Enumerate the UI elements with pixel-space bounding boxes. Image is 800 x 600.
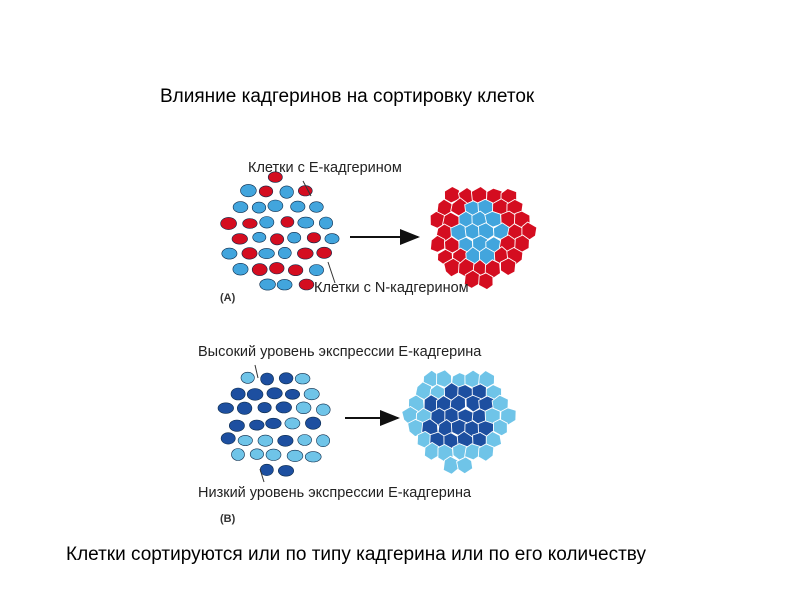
low-expression-cell: [464, 443, 481, 461]
high-expression-cell: [220, 432, 236, 445]
high-expression-cell: [265, 417, 282, 429]
e-cadherin-cell: [324, 233, 340, 245]
n-cadherin-cell: [269, 262, 285, 275]
high-expression-cell: [228, 419, 245, 432]
e-cadherin-cell: [309, 264, 324, 276]
low-expression-cell: [286, 449, 304, 462]
panel-a-sorted-aggregate: [429, 185, 538, 291]
high-expression-cell: [275, 401, 292, 414]
slide-caption: Клетки сортируются или по типу кадгерина…: [66, 544, 646, 565]
e-cadherin-cell: [251, 201, 267, 214]
high-expression-cell: [230, 387, 246, 401]
panel-a-n-pointer: [327, 261, 336, 284]
e-cadherin-cell: [259, 278, 276, 291]
n-cadherin-cell: [306, 232, 321, 244]
n-cadherin-cell: [280, 216, 295, 228]
low-expression-cell: [456, 456, 474, 475]
low-expression-cell: [316, 403, 331, 416]
low-expression-cell: [316, 434, 330, 448]
e-cadherin-cell: [221, 247, 238, 260]
high-expression-cell: [278, 372, 294, 385]
n-cadherin-cell: [267, 171, 283, 183]
high-expression-cell: [305, 416, 322, 430]
panel-b-tag: (B): [220, 513, 236, 525]
n-cadherin-cell: [241, 247, 258, 260]
low-expression-cell: [295, 401, 312, 414]
e-cadherin-cell: [318, 216, 333, 230]
e-cadherin-cell: [277, 247, 292, 260]
panel-a-e-cadherin-label: Клетки с Е-кадгерином: [248, 160, 402, 176]
panel-b-sorted-aggregate: [401, 369, 517, 475]
n-cadherin-cell: [484, 259, 501, 279]
low-expression-cell: [492, 418, 508, 437]
high-expression-cell: [277, 465, 294, 477]
n-cadherin-cell: [220, 217, 237, 230]
high-expression-cell: [259, 463, 274, 476]
n-cadherin-cell: [251, 263, 268, 276]
n-cadherin-cell: [478, 272, 494, 291]
low-expression-cell: [237, 435, 253, 446]
e-cadherin-cell: [259, 216, 275, 229]
e-cadherin-cell: [252, 232, 267, 243]
panel-b-low-expression-label: Низкий уровень экспрессии Е-кадгерина: [198, 485, 472, 501]
low-expression-cell: [284, 417, 301, 430]
low-expression-cell: [297, 434, 312, 446]
e-cadherin-cell: [276, 279, 293, 291]
e-cadherin-cell: [279, 185, 294, 199]
e-cadherin-cell: [267, 199, 284, 212]
low-expression-cell: [257, 434, 274, 447]
low-expression-cell: [478, 369, 495, 389]
high-expression-cell: [217, 402, 234, 414]
panel-a-e-pointer: [302, 180, 312, 197]
n-cadherin-cell: [297, 247, 314, 260]
low-expression-cell: [249, 448, 264, 460]
n-cadherin-cell: [316, 246, 333, 259]
e-cadherin-cell: [297, 216, 315, 229]
n-cadherin-cell: [500, 257, 517, 277]
n-cadherin-cell: [270, 233, 285, 246]
e-cadherin-cell: [232, 263, 249, 276]
low-expression-cell: [304, 451, 322, 463]
panel-b-high-expression-label: Высокий уровень экспрессии Е-кадгерина: [198, 344, 482, 360]
panel-b-high-pointer: [254, 364, 259, 379]
low-expression-cell: [265, 448, 282, 461]
high-expression-cell: [284, 388, 300, 400]
low-expression-cell: [477, 443, 495, 462]
high-expression-cell: [266, 387, 283, 400]
panel-b-mixed-cells: [217, 371, 331, 477]
slide-title: Влияние кадгеринов на сортировку клеток: [160, 86, 535, 107]
low-expression-cell: [240, 371, 255, 384]
n-cadherin-cell: [242, 218, 258, 229]
high-expression-cell: [246, 388, 264, 401]
e-cadherin-cell: [287, 232, 302, 244]
high-expression-cell: [277, 434, 294, 447]
panel-a-tag: (A): [220, 292, 236, 304]
e-cadherin-cell: [290, 200, 306, 213]
high-expression-cell: [260, 372, 274, 386]
e-cadherin-cell: [232, 201, 249, 213]
e-cadherin-cell: [258, 248, 275, 259]
high-expression-cell: [257, 402, 272, 414]
low-expression-cell: [500, 407, 517, 426]
n-cadherin-cell: [429, 234, 446, 253]
n-cadherin-cell: [298, 278, 315, 291]
high-expression-cell: [249, 419, 265, 431]
low-expression-cell: [442, 455, 460, 475]
low-expression-cell: [303, 388, 320, 401]
e-cadherin-cell: [240, 184, 257, 198]
low-expression-cell: [231, 448, 245, 461]
panel-b-low-pointer: [259, 468, 265, 483]
e-cadherin-cell: [309, 201, 324, 213]
n-cadherin-cell: [288, 264, 304, 277]
n-cadherin-cell: [258, 185, 274, 198]
n-cadherin-cell: [231, 233, 248, 245]
panel-a-n-cadherin-label: Клетки с N-кадгерином: [314, 280, 469, 296]
low-expression-cell: [294, 373, 311, 385]
panel-a-mixed-cells: [220, 171, 340, 291]
high-expression-cell: [237, 401, 253, 415]
